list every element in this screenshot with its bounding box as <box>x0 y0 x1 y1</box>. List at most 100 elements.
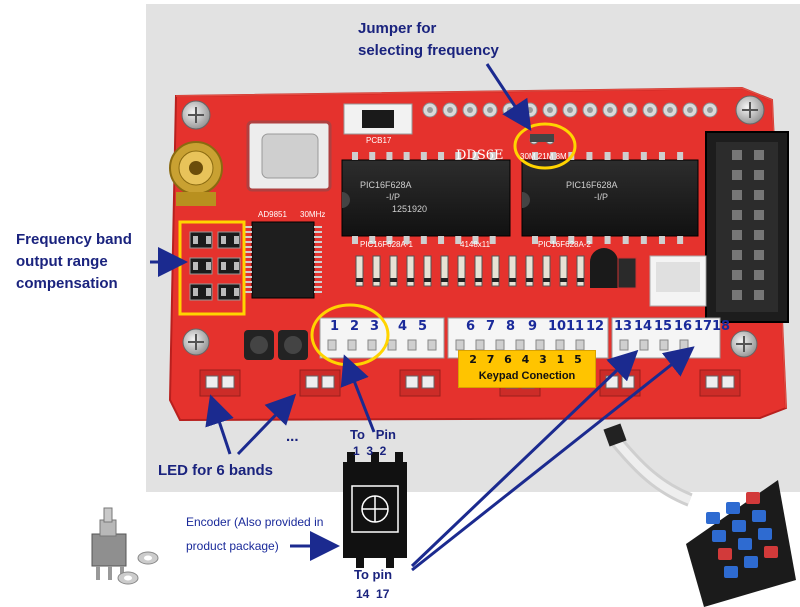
pin-number: 14 <box>634 319 653 334</box>
pin-number: 12 <box>586 319 605 334</box>
pin-number: 6 <box>466 319 476 334</box>
to-pin-top-label: To Pin <box>350 427 396 442</box>
keypad-key <box>726 502 740 514</box>
diode <box>576 255 585 287</box>
idc-pin <box>732 230 742 240</box>
encoder-caption: Encoder (Also provided in product packag… <box>186 510 323 558</box>
board-label-mhz: 30MHz <box>300 210 326 219</box>
board-label-pic2: PIC16F628A-2 <box>538 240 591 249</box>
ad9851-chip <box>244 221 322 299</box>
keypad-key <box>718 548 732 560</box>
pin-number: 13 <box>614 319 633 334</box>
idc-pin <box>754 210 764 220</box>
frequency-band-line-3: compensation <box>16 275 118 292</box>
diode <box>542 255 551 287</box>
pin-number: 3 <box>370 319 380 334</box>
pin-number: 7 <box>486 319 496 334</box>
keypad-connection-box: 2 7 6 4 3 1 5 Keypad Conection <box>458 350 596 388</box>
board-label-dds: DDS6E <box>456 148 504 163</box>
inductors <box>244 330 308 360</box>
diode-row <box>355 255 585 287</box>
encoder-caption-line-2: product package) <box>186 539 279 553</box>
diode <box>491 255 500 287</box>
diode <box>525 255 534 287</box>
encoder-symbol <box>343 452 407 568</box>
keypad-order-numbers: 2 7 6 4 3 1 5 <box>469 353 585 366</box>
keypad-key <box>752 510 766 522</box>
small-resistor <box>617 257 637 289</box>
to-pin-bottom-numbers: 14 17 <box>356 587 390 601</box>
idc-connector <box>705 131 789 323</box>
pin-number: 18 <box>712 319 731 334</box>
pin-number: 15 <box>654 319 673 334</box>
crystal-oscillator <box>246 120 332 192</box>
diode <box>355 255 364 287</box>
idc-pin <box>754 270 764 280</box>
pin-number: 1 <box>330 319 340 334</box>
idc-pin <box>754 250 764 260</box>
jumper-title: Jumper for selecting frequency <box>358 18 499 62</box>
annotation-arrows <box>150 63 695 572</box>
pin-number: 2 <box>350 319 360 334</box>
diode <box>423 255 432 287</box>
keypad-key <box>744 556 758 568</box>
frequency-band-line-2: output range <box>16 253 108 270</box>
pin-number: 5 <box>418 319 428 334</box>
chip-1-sub: -I/P <box>386 192 401 202</box>
idc-pin <box>732 150 742 160</box>
keypad-key <box>724 566 738 578</box>
diode <box>372 255 381 287</box>
diode <box>457 255 466 287</box>
diode <box>559 255 568 287</box>
pin-number: 11 <box>566 319 585 334</box>
to-pin-bottom-label: To pin <box>354 567 393 582</box>
top-pin-header <box>422 102 718 118</box>
jumper-title-line-1: Jumper for <box>358 20 437 37</box>
frequency-band-line-1: Frequency band <box>16 231 132 248</box>
diode <box>389 255 398 287</box>
board-label-pcb: PCB17 <box>366 136 392 145</box>
chip-1-code: 1251920 <box>392 204 428 214</box>
idc-pin <box>754 290 764 300</box>
idc-pin <box>732 270 742 280</box>
jumper-title-line-2: selecting frequency <box>358 42 499 59</box>
idc-pin <box>754 230 764 240</box>
chip-2-sub: -I/P <box>594 192 609 202</box>
jumper-marks: 30M 21M 8M <box>520 152 567 161</box>
pin-number: 9 <box>528 319 538 334</box>
idc-pin <box>754 170 764 180</box>
jumper-pins <box>529 134 555 145</box>
board-label-diode: 4148x11 <box>460 240 491 249</box>
frequency-band-title: Frequency band output range compensation <box>16 229 132 295</box>
idc-pin <box>732 250 742 260</box>
diode <box>440 255 449 287</box>
idc-pin <box>732 210 742 220</box>
keypad-connection-caption: Keypad Conection <box>478 370 576 382</box>
keypad-key <box>738 538 752 550</box>
keypad-key <box>732 520 746 532</box>
keypad-key <box>712 530 726 542</box>
idc-pin <box>754 190 764 200</box>
keypad-key <box>706 512 720 524</box>
pic-chip-1 <box>341 159 511 237</box>
diode <box>406 255 415 287</box>
pcb17-chip <box>343 103 413 135</box>
jumper-highlight <box>513 122 577 170</box>
chip-1-label: PIC16F628A <box>360 180 412 190</box>
pic-chip-2 <box>521 159 699 237</box>
keypad-key <box>764 546 778 558</box>
keypad-key <box>746 492 760 504</box>
pin-number: 8 <box>506 319 516 334</box>
mount-screws <box>181 95 765 358</box>
idc-pin <box>732 190 742 200</box>
encoder-caption-line-1: Encoder (Also provided in <box>186 515 324 529</box>
transistor <box>590 248 618 288</box>
idc-pin <box>732 170 742 180</box>
rotary-encoder-photo <box>91 507 159 585</box>
band-jumper-pads <box>184 222 244 314</box>
pin-number: 4 <box>398 319 408 334</box>
idc-pin <box>754 150 764 160</box>
jst-connector <box>649 255 707 307</box>
